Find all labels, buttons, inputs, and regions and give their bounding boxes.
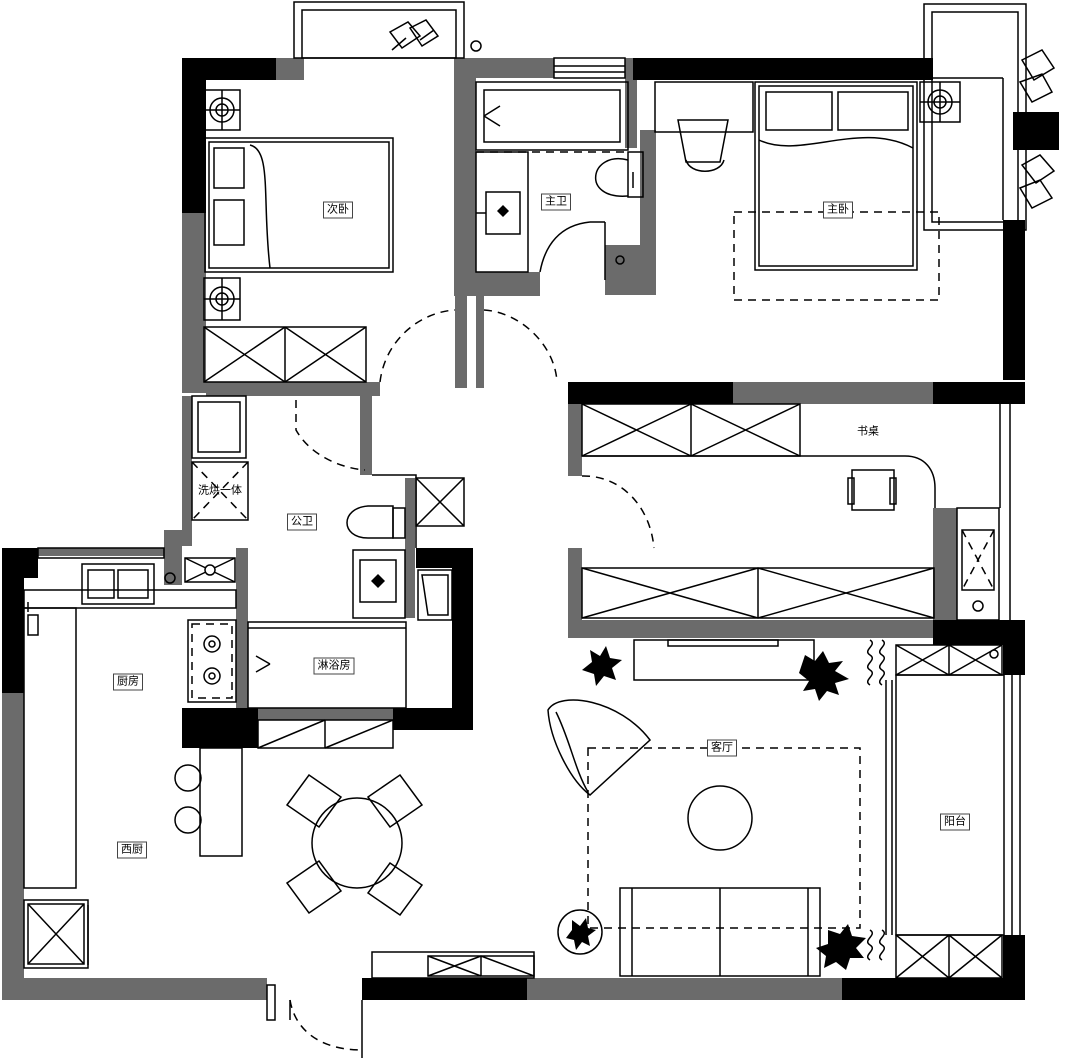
label-desk: 书桌 (857, 425, 879, 438)
walls (2, 58, 1025, 1000)
dining-table (285, 773, 424, 917)
label-kitchen: 厨房 (113, 673, 143, 691)
master-bedroom-furniture (654, 49, 1059, 301)
label-western-kitchen: 西厨 (117, 841, 147, 859)
balcony-fixtures (885, 644, 1005, 979)
door-swings (266, 309, 655, 1058)
kitchen-fixtures (23, 557, 535, 979)
label-second-bedroom: 次卧 (323, 201, 353, 219)
windows (37, 1, 1027, 935)
study-furniture (581, 403, 1000, 621)
label-shower: 淋浴房 (313, 657, 355, 675)
second-bedroom-furniture (203, 19, 482, 383)
label-master-bath: 主卫 (541, 193, 571, 211)
public-bath-fixtures (191, 395, 465, 749)
label-washer-dryer: 洗烘一体 (198, 484, 242, 497)
label-public-bath: 公卫 (287, 513, 317, 531)
label-balcony: 阳台 (940, 813, 970, 831)
label-master-bedroom: 主卧 (823, 201, 853, 219)
master-bath-fixtures (475, 81, 644, 280)
label-living-room: 客厅 (707, 739, 737, 757)
living-room-furniture (547, 639, 885, 977)
